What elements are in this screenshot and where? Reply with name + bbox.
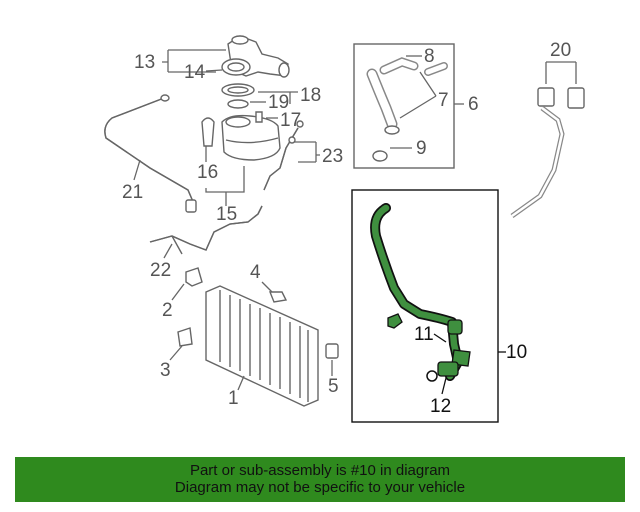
expansion-tank-part	[201, 111, 281, 161]
leader-12	[441, 377, 447, 395]
callout-6: 6	[468, 94, 479, 115]
callout-17: 17	[280, 110, 301, 131]
hose-7-part	[366, 57, 448, 162]
leader-22	[163, 243, 173, 259]
callout-1: 1	[228, 388, 239, 409]
callout-5: 5	[328, 376, 339, 397]
callout-23: 23	[322, 146, 343, 167]
leader-23	[294, 141, 320, 163]
drain-plug-part	[325, 343, 339, 359]
notice-banner: Part or sub-assembly is #10 in diagram D…	[15, 457, 625, 502]
expansion-tank-hose-part	[263, 120, 304, 191]
o-ring-part	[426, 370, 438, 382]
callout-20: 20	[550, 40, 571, 61]
callout-3: 3	[160, 360, 171, 381]
callout-18: 18	[300, 85, 321, 106]
leader-18	[258, 91, 298, 104]
callout-4: 4	[250, 262, 261, 283]
callout-13: 13	[134, 52, 155, 73]
leader-20	[545, 61, 577, 84]
notice-line-2: Diagram may not be specific to your vehi…	[174, 479, 466, 496]
leader-13	[162, 49, 226, 73]
sensor-2-part	[185, 267, 203, 287]
notice-line-1: Part or sub-assembly is #10 in diagram	[189, 462, 451, 479]
leader-2	[171, 283, 185, 301]
coolant-hose-10-part	[370, 203, 471, 382]
callout-11: 11	[414, 324, 434, 345]
thermostat-housing-part	[221, 35, 290, 78]
leader-21	[133, 159, 141, 181]
leader-7	[399, 71, 437, 119]
radiator-part	[205, 285, 319, 407]
callout-10: 10	[506, 342, 527, 363]
sensor-4-part	[268, 291, 288, 303]
callout-7: 7	[438, 90, 449, 111]
sensor-3-part	[177, 327, 193, 347]
leader-4	[261, 281, 273, 293]
leader-3	[169, 345, 183, 361]
callout-14: 14	[184, 62, 206, 83]
thermostat-seal-part	[221, 83, 255, 109]
callout-8: 8	[424, 46, 435, 67]
coolant-pipe-20-part	[510, 87, 585, 219]
sub-assembly-box-6	[353, 43, 455, 169]
leader-11	[433, 333, 447, 343]
coolant-pipe-part	[149, 205, 263, 255]
callout-2: 2	[162, 300, 173, 321]
bleeder-hose-part	[104, 94, 197, 213]
callout-16: 16	[197, 162, 218, 183]
callout-21: 21	[122, 182, 143, 203]
leader-14	[205, 69, 223, 72]
clip-part	[387, 313, 403, 329]
leader-15-16	[205, 146, 245, 206]
callout-19: 19	[268, 92, 289, 113]
callout-12: 12	[430, 396, 451, 417]
callout-9: 9	[416, 138, 427, 159]
callout-22: 22	[150, 260, 171, 281]
callout-15: 15	[216, 204, 237, 225]
leader-1	[237, 375, 245, 391]
